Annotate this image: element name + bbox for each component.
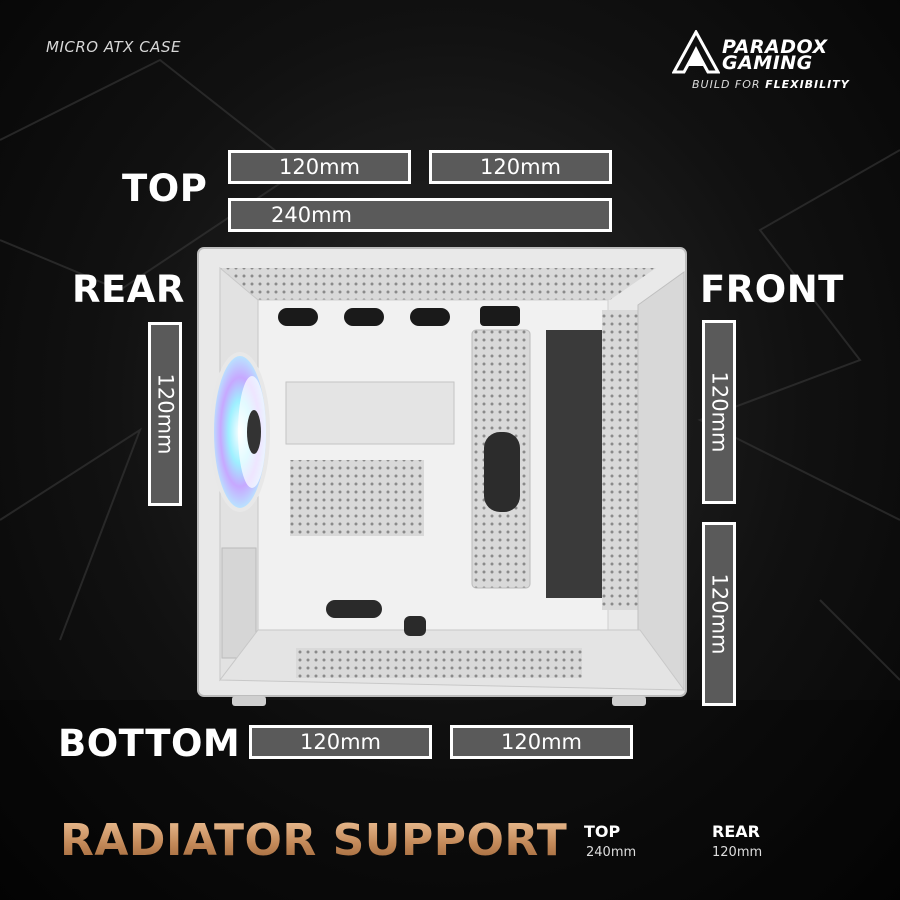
- spec-top: TOP 240mm: [584, 822, 636, 860]
- rear-slot-1-text: 120mm: [153, 373, 177, 455]
- case-type-label: MICRO ATX CASE: [46, 38, 181, 56]
- label-rear: REAR: [72, 268, 185, 311]
- label-front: FRONT: [700, 268, 844, 311]
- top-slot-1-text: 120mm: [279, 155, 360, 179]
- label-top: TOP: [122, 167, 208, 210]
- top-slot-2: 120mm: [429, 150, 612, 184]
- spec-rear-value: 120mm: [712, 845, 763, 860]
- brand-logo: PARADOX GAMING BUILD FOR FLEXIBILITY: [672, 30, 872, 92]
- front-slot-2-text: 120mm: [707, 573, 731, 655]
- brand-tagline: BUILD FOR FLEXIBILITY: [692, 78, 850, 91]
- top-slot-3: 240mm: [228, 198, 612, 232]
- bottom-slot-1-text: 120mm: [300, 730, 381, 754]
- tagline-bold: FLEXIBILITY: [765, 78, 850, 91]
- bottom-slot-1: 120mm: [249, 725, 432, 759]
- spec-rear-label: REAR: [712, 822, 760, 841]
- label-bottom: BOTTOM: [58, 722, 241, 765]
- rgb-fan-icon: [210, 352, 270, 512]
- radiator-support-title: RADIATOR SUPPORT: [60, 815, 568, 866]
- top-slot-3-text: 240mm: [271, 203, 352, 227]
- spec-top-value: 240mm: [586, 845, 637, 860]
- spec-rear: REAR 120mm: [712, 822, 762, 860]
- bottom-slot-2-text: 120mm: [501, 730, 582, 754]
- bottom-slot-2: 120mm: [450, 725, 633, 759]
- front-slot-1-text: 120mm: [707, 371, 731, 453]
- tagline-prefix: BUILD FOR: [692, 78, 766, 91]
- spec-top-label: TOP: [584, 822, 621, 841]
- paradox-logo-icon: [672, 30, 720, 74]
- front-slot-1: 120mm: [702, 320, 736, 504]
- top-slot-2-text: 120mm: [480, 155, 561, 179]
- brand-name-line2: GAMING: [722, 52, 813, 74]
- rear-slot-1: 120mm: [148, 322, 182, 506]
- brand-name-line1: PARADOX: [722, 36, 828, 58]
- front-slot-2: 120mm: [702, 522, 736, 706]
- top-slot-1: 120mm: [228, 150, 411, 184]
